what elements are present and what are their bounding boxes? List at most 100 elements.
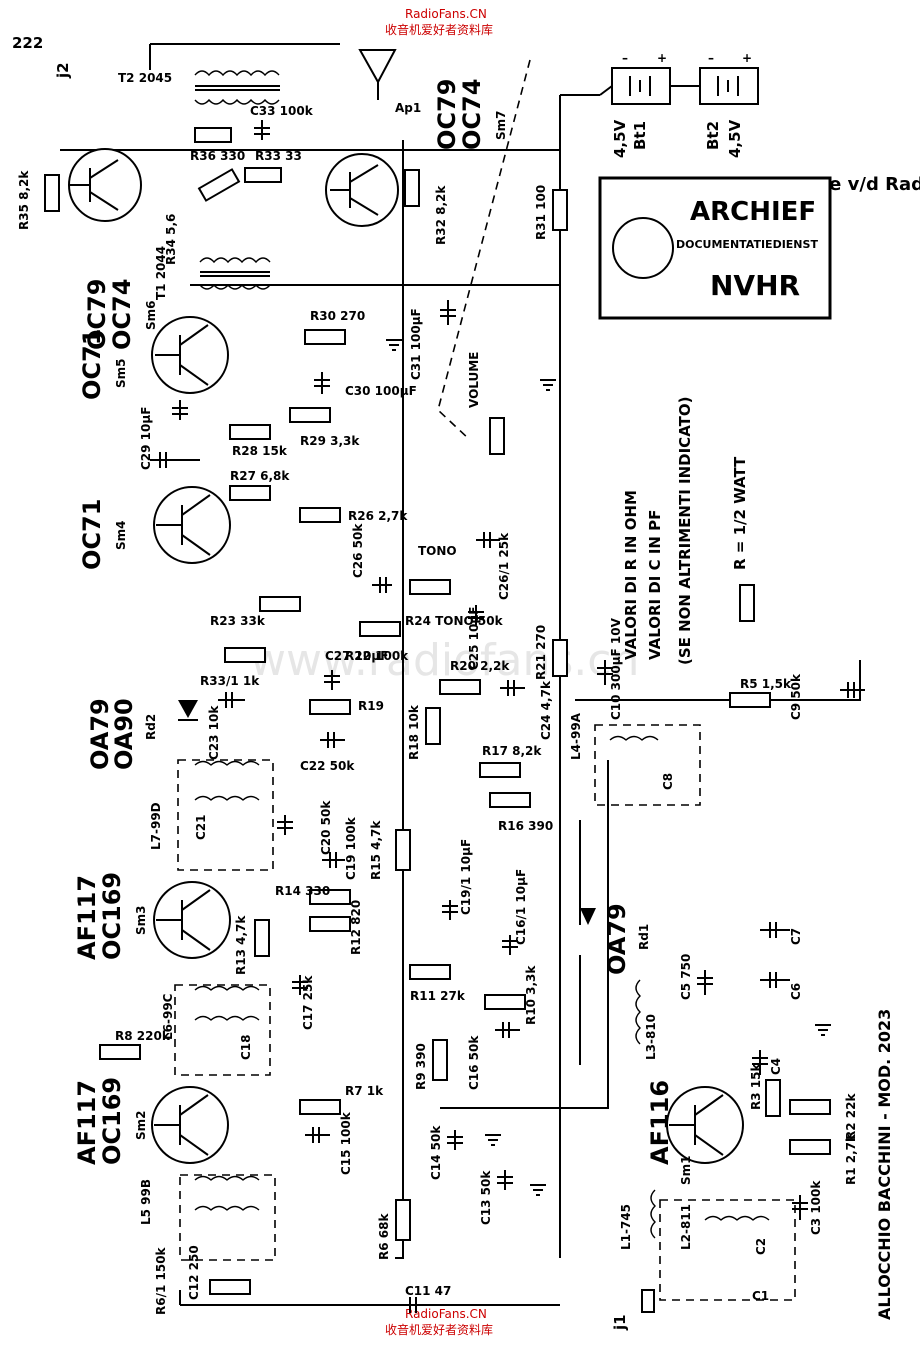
diode-rd1 <box>580 908 596 925</box>
svg-text:TONO: TONO <box>418 544 457 558</box>
resistor-r31 <box>552 189 568 231</box>
svg-text:R26 2,7k: R26 2,7k <box>348 509 408 523</box>
ground-icon <box>386 339 831 1196</box>
resistor-r22 <box>359 621 401 637</box>
watermark-bottom-cn: 收音机爱好者资料库 <box>385 1322 493 1337</box>
capacitor-c26-1 <box>476 532 500 548</box>
svg-text:R33 33: R33 33 <box>255 149 302 163</box>
svg-text:R13 4,7k: R13 4,7k <box>234 915 248 975</box>
svg-text:R35 8,2k: R35 8,2k <box>17 170 31 230</box>
capacitor-c9 <box>840 682 865 698</box>
svg-text:+: + <box>742 51 752 65</box>
svg-text:R6 68k: R6 68k <box>377 1213 391 1260</box>
svg-text:j1: j1 <box>611 1314 629 1331</box>
transistor-sm4 <box>153 486 231 564</box>
capacitor-c22 <box>320 732 345 748</box>
svg-text:DOCUMENTATIEDIENST: DOCUMENTATIEDIENST <box>676 238 818 251</box>
resistor-r19 <box>309 699 351 715</box>
svg-text:R28 15k: R28 15k <box>232 444 288 458</box>
page-number: 222 <box>12 34 43 52</box>
svg-text:4,5V: 4,5V <box>611 119 629 158</box>
svg-text:Sm1: Sm1 <box>679 1156 693 1186</box>
svg-text:L5 99B: L5 99B <box>139 1179 153 1225</box>
svg-text:Rd2: Rd2 <box>144 714 158 740</box>
resistor-r33-1 <box>224 647 266 663</box>
svg-text:R21 270: R21 270 <box>534 625 548 680</box>
resistor-r35 <box>44 174 60 212</box>
potentiometer-volume[interactable] <box>489 417 505 455</box>
capacitor-c23 <box>218 692 245 708</box>
svg-text:C30 100µF: C30 100µF <box>345 384 417 398</box>
resistor-r8 <box>99 1044 141 1060</box>
resistor-r3 <box>765 1079 781 1117</box>
resistor-r20 <box>439 679 481 695</box>
svg-text:Sm5: Sm5 <box>114 359 128 389</box>
capacitor-c15 <box>305 1127 330 1143</box>
resistor-r30 <box>304 329 346 345</box>
resistor-r16 <box>489 792 531 808</box>
svg-text:Sm6: Sm6 <box>144 301 158 331</box>
svg-text:R16 390: R16 390 <box>498 819 553 833</box>
svg-text:L3-810: L3-810 <box>644 1014 658 1060</box>
svg-text:R14 330: R14 330 <box>275 884 330 898</box>
svg-text:R15 4,7k: R15 4,7k <box>369 820 383 880</box>
svg-text:T1 2044: T1 2044 <box>154 246 168 300</box>
battery-bt2: –+ Bt2 4,5V <box>699 51 759 158</box>
svg-text:C16/1 10µF: C16/1 10µF <box>514 869 528 945</box>
if-can-l4 <box>594 724 701 806</box>
svg-text:VALORI DI R IN OHM: VALORI DI R IN OHM <box>622 490 640 660</box>
j2-label: j2 <box>54 62 72 79</box>
if-can-l7 <box>177 759 274 871</box>
svg-text:R = 1/2 WATT: R = 1/2 WATT <box>731 456 749 570</box>
svg-text:C22 50k: C22 50k <box>300 759 355 773</box>
svg-text:R10 3,3k: R10 3,3k <box>524 965 538 1025</box>
output-transformer-t2: T2 2045 <box>118 70 280 105</box>
svg-text:C17 25k: C17 25k <box>301 975 315 1030</box>
sm4-name: OC71 <box>78 499 106 570</box>
svg-text:R34 5,6: R34 5,6 <box>164 214 178 265</box>
svg-text:(SE NON ALTRIMENTI INDICATO): (SE NON ALTRIMENTI INDICATO) <box>676 397 694 665</box>
svg-text:Ap1: Ap1 <box>395 101 421 115</box>
sm1-name: AF116 <box>646 1080 674 1165</box>
svg-text:R18 10k: R18 10k <box>407 704 421 760</box>
rd2-alt: OA90 <box>110 698 138 770</box>
svg-text:R30 270: R30 270 <box>310 309 365 323</box>
svg-text:L7-99D: L7-99D <box>149 802 163 850</box>
svg-text:NVHR: NVHR <box>710 269 800 302</box>
transistor-sm1 <box>666 1086 744 1164</box>
resistor-r10 <box>484 994 526 1010</box>
resistor-r7 <box>299 1099 341 1115</box>
svg-text:C7: C7 <box>789 928 803 945</box>
svg-text:R5 1,5k: R5 1,5k <box>740 677 792 691</box>
resistor-r6 <box>395 1199 411 1241</box>
resistor-r28 <box>229 424 271 440</box>
t2-label: T2 2045 <box>118 71 172 85</box>
svg-text:R33/1 1k: R33/1 1k <box>200 674 260 688</box>
bottom-rail <box>179 1290 560 1306</box>
svg-text:C27 10µF: C27 10µF <box>325 649 388 663</box>
svg-text:ARCHIEF: ARCHIEF <box>690 197 816 227</box>
svg-text:C33 100k: C33 100k <box>250 104 314 118</box>
model-caption: ALLOCCHIO BACCHINI - MOD. 2023 <box>875 1009 894 1320</box>
resistor-r27 <box>229 485 271 501</box>
svg-text:C14 50k: C14 50k <box>429 1125 443 1180</box>
svg-text:R9 390: R9 390 <box>414 1043 428 1090</box>
resistor-r26 <box>299 507 341 523</box>
svg-text:C3 100k: C3 100k <box>809 1180 823 1235</box>
resistor-r14 <box>309 889 351 905</box>
svg-text:R1 2,7k: R1 2,7k <box>844 1133 858 1185</box>
svg-text:L2-811: L2-811 <box>679 1204 693 1250</box>
capacitor-c30 <box>314 372 330 394</box>
transistor-sm5 <box>151 316 229 394</box>
resistor-r32 <box>404 169 420 207</box>
svg-text:C6: C6 <box>789 983 803 1000</box>
speaker-ap1: Ap1 <box>358 49 421 115</box>
capacitor-c31 <box>440 300 456 325</box>
antenna-jack-j1 <box>641 1289 655 1313</box>
svg-text:C23 10k: C23 10k <box>207 705 221 760</box>
sm5-name: OC71 <box>78 329 106 400</box>
svg-text:R8 220k: R8 220k <box>115 1029 171 1043</box>
sm6-alt: OC74 <box>108 279 136 350</box>
svg-text:L6-99C: L6-99C <box>161 993 175 1040</box>
